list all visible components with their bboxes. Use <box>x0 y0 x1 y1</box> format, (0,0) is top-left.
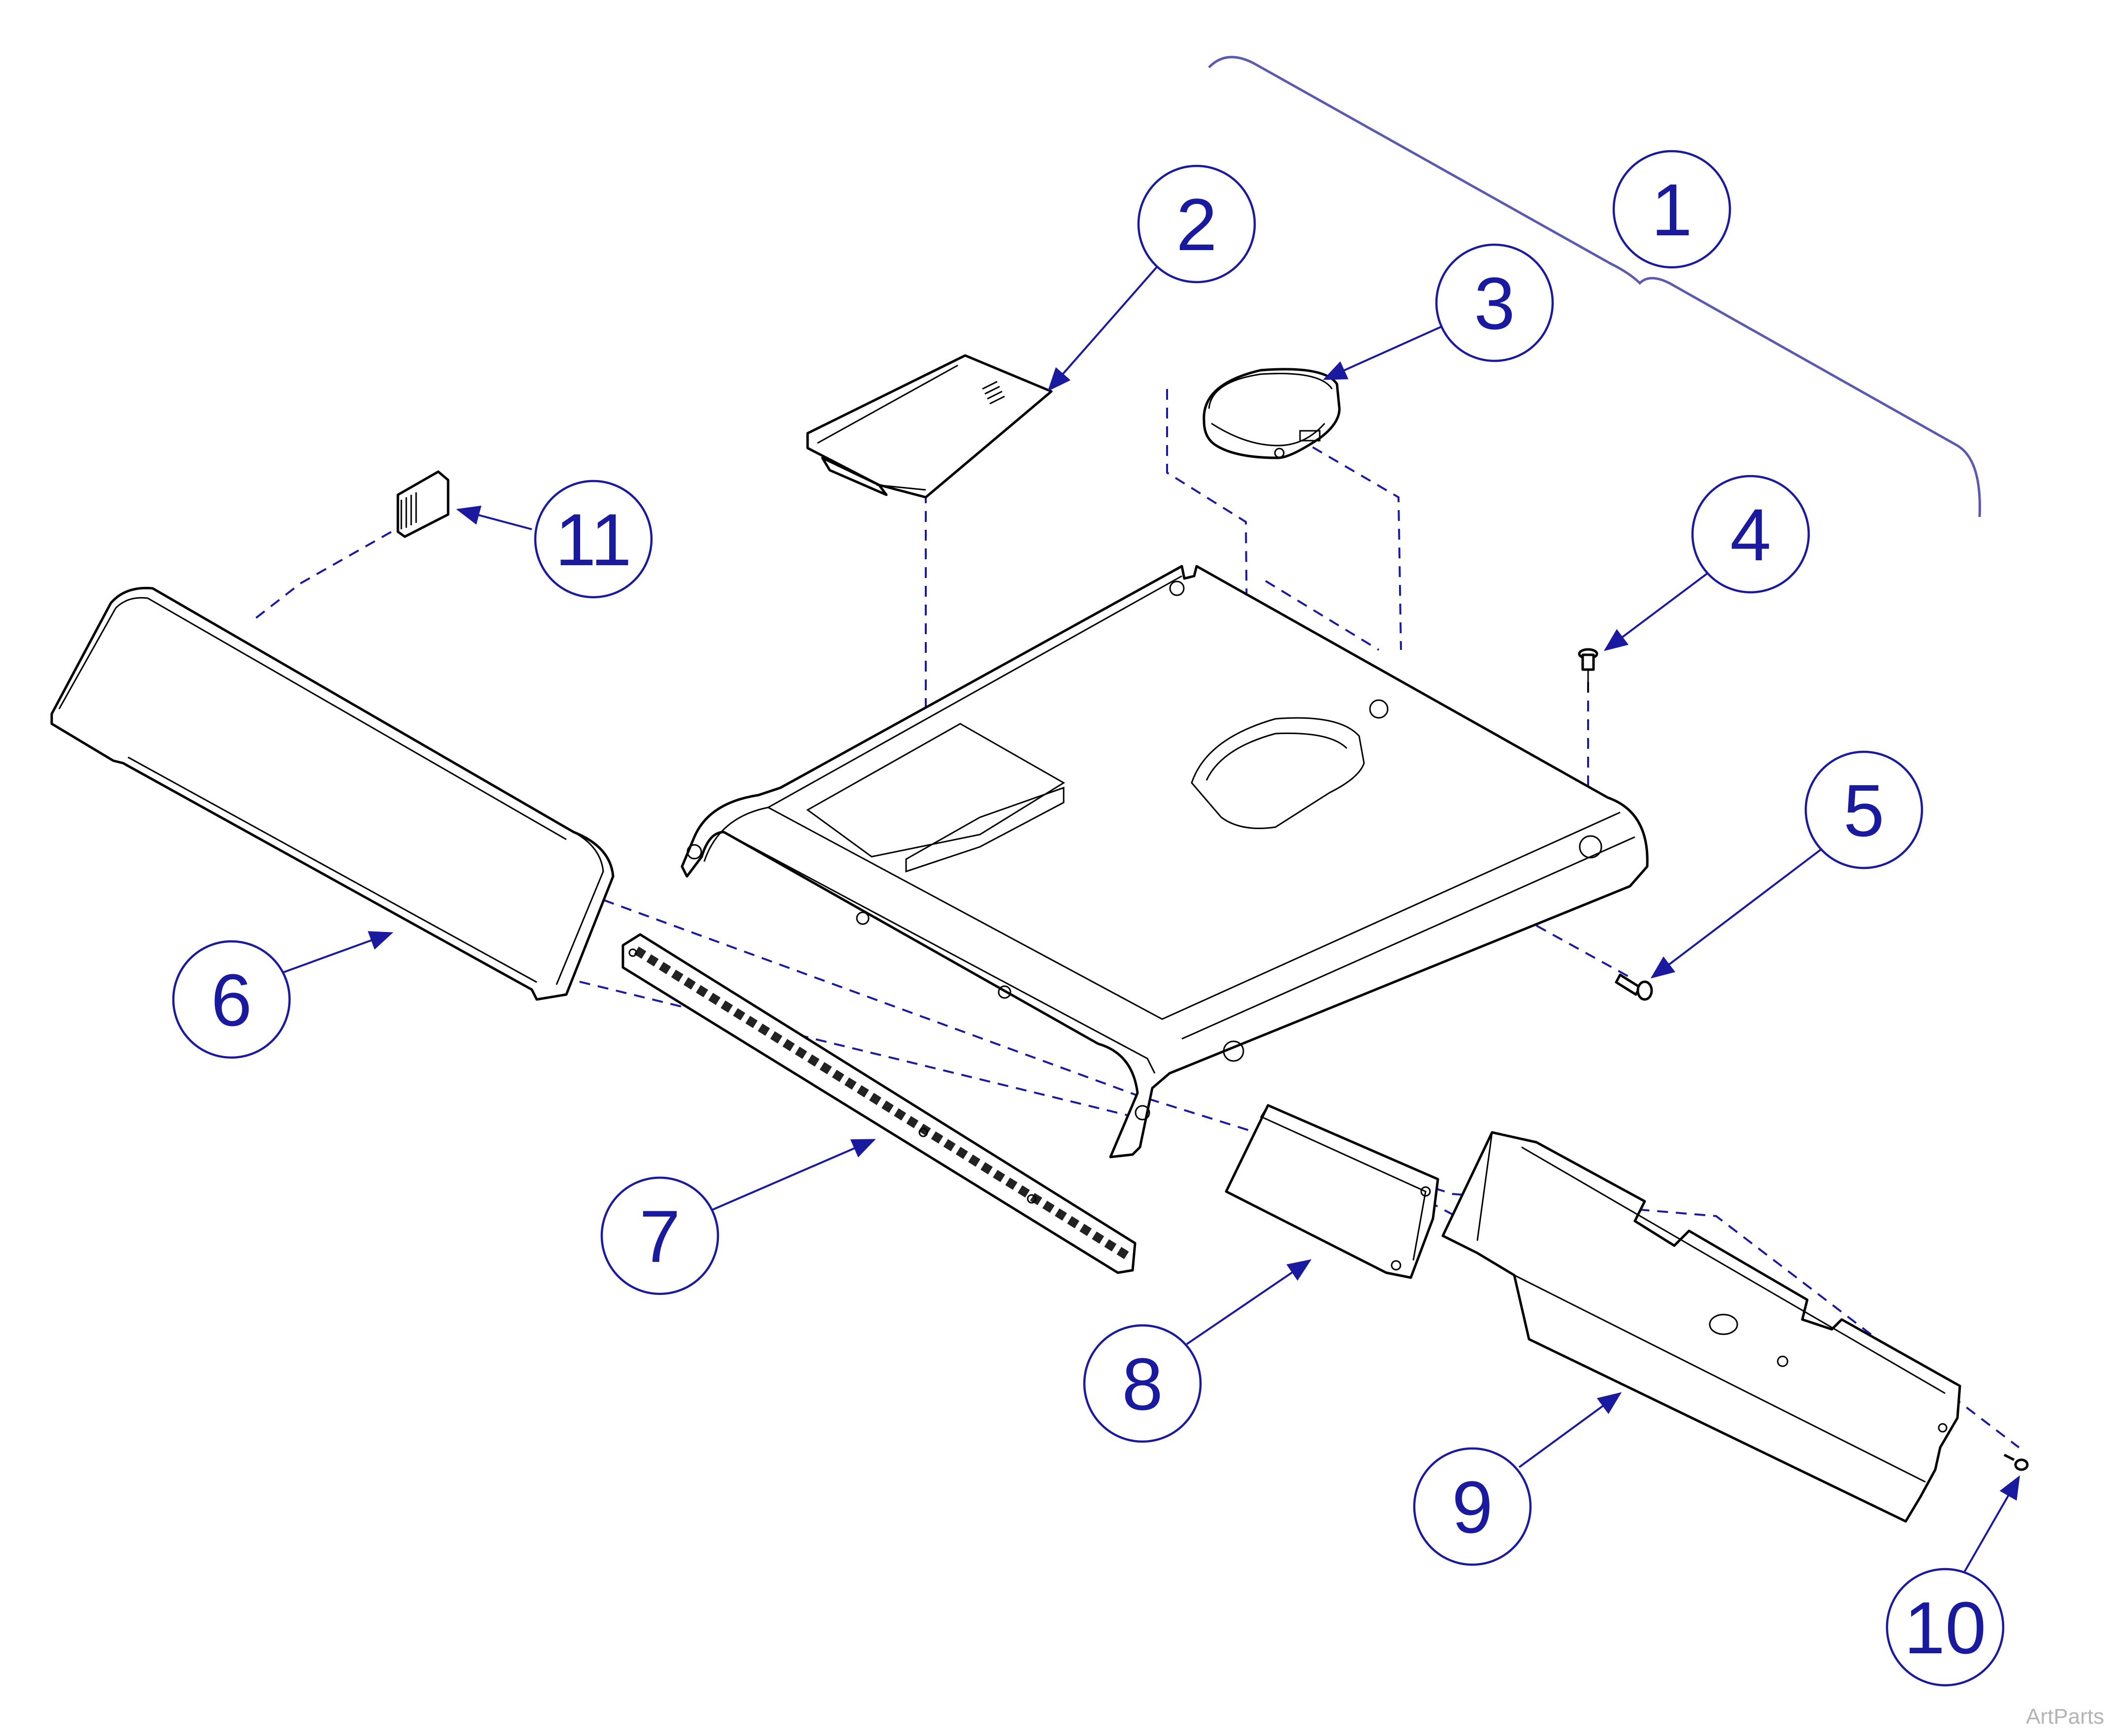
callout-6: 6 <box>172 931 393 1059</box>
callout-label: 3 <box>1474 262 1515 345</box>
callout-label: 6 <box>211 959 252 1041</box>
led-cell <box>881 1100 894 1113</box>
led-cell <box>795 1046 808 1059</box>
led-cell <box>980 1162 993 1175</box>
watermark: ArtParts <box>2026 1704 2104 1729</box>
led-cell <box>683 977 696 990</box>
led-cell <box>844 1077 857 1090</box>
led-cell <box>1005 1177 1018 1190</box>
callout-label: 7 <box>639 1195 680 1278</box>
led-cell <box>757 1024 770 1036</box>
callout-label: 11 <box>555 498 632 581</box>
led-cell <box>782 1039 795 1052</box>
callout-5: 5 <box>1650 750 1923 979</box>
led-cell <box>1017 1185 1030 1198</box>
led-cell <box>770 1031 782 1044</box>
callout-2: 2 <box>1047 164 1256 392</box>
part-7-led-strip <box>621 933 1137 1274</box>
part-11-memory-card <box>396 470 450 538</box>
led-strip-cells <box>634 946 1129 1259</box>
led-cell <box>745 1016 758 1029</box>
part-2-access-panel <box>806 354 1053 499</box>
part-9-rear-cover <box>1441 1131 1961 1523</box>
callout-label: 1 <box>1651 168 1692 251</box>
led-cell <box>1042 1200 1055 1213</box>
callout-4: 4 <box>1603 475 1810 651</box>
led-cell <box>869 1093 881 1105</box>
led-cell <box>968 1154 980 1167</box>
callout-7: 7 <box>600 1139 876 1295</box>
led-cell <box>832 1069 845 1082</box>
callout-label: 10 <box>1904 1586 1986 1669</box>
led-cell <box>1104 1239 1117 1252</box>
led-cell <box>955 1147 968 1159</box>
part-6-front-bezel <box>50 586 615 1001</box>
led-cell <box>894 1108 907 1121</box>
led-cell <box>720 1000 733 1013</box>
led-cell <box>708 993 721 1005</box>
led-cell <box>658 962 671 974</box>
led-cell <box>733 1008 746 1021</box>
led-cell <box>1092 1231 1105 1244</box>
callout-8: 8 <box>1083 1259 1312 1443</box>
assembly-brace <box>1208 56 1981 517</box>
led-cell <box>1067 1216 1079 1228</box>
panel-vent-slots <box>982 381 1005 405</box>
led-cell <box>993 1170 1006 1182</box>
card-contacts <box>400 492 417 529</box>
callout-label: 2 <box>1176 183 1217 266</box>
part-8-bracket <box>1225 1104 1439 1279</box>
part-4-screw <box>1578 648 1598 692</box>
led-cell <box>819 1062 832 1075</box>
led-cell <box>1079 1223 1092 1236</box>
callout-10: 10 <box>1886 1475 2020 1687</box>
led-cell <box>906 1116 919 1128</box>
led-cell <box>696 985 709 997</box>
callout-11: 11 <box>456 480 653 599</box>
led-cell <box>1116 1247 1129 1259</box>
led-cell <box>634 946 647 959</box>
led-cell <box>807 1054 820 1067</box>
part-10-screw <box>2003 1453 2029 1471</box>
callout-label: 5 <box>1843 769 1884 852</box>
part-5-screw <box>1615 973 1653 1001</box>
callout-label: 8 <box>1122 1343 1163 1425</box>
part-1-main-housing <box>681 565 1649 1158</box>
led-cell <box>931 1131 944 1144</box>
led-cell <box>943 1139 956 1152</box>
led-cell <box>1054 1208 1067 1221</box>
callout-1: 1 <box>1612 150 1731 269</box>
led-cell <box>646 954 659 967</box>
callout-label: 4 <box>1730 493 1771 576</box>
callout-3: 3 <box>1323 243 1554 380</box>
led-cell <box>856 1085 869 1097</box>
callout-label: 9 <box>1452 1466 1493 1548</box>
part-3-cover-plug <box>1203 368 1341 459</box>
led-cell <box>671 969 683 982</box>
callout-9: 9 <box>1413 1392 1622 1566</box>
